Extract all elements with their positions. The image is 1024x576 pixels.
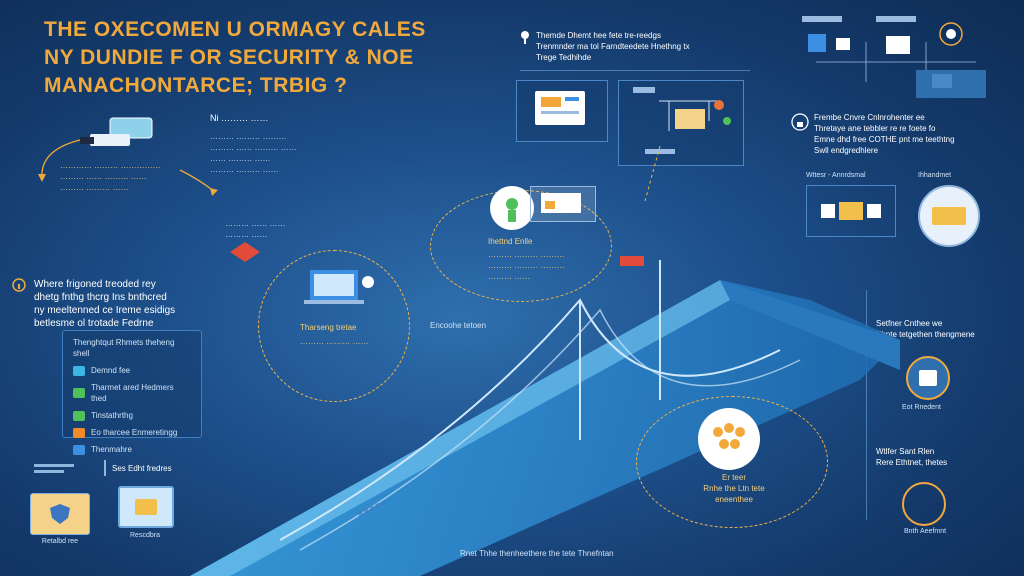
chart-card-icon [530, 186, 596, 222]
list-item: Tinstathrthg [73, 410, 191, 421]
usb-device-icon [80, 117, 153, 146]
right-card-right: Ihhandmet [918, 172, 980, 247]
right-low-caption: Bnth Aeefmnt [904, 528, 947, 535]
bottom-left-caption: Ses Edht fredres [112, 463, 172, 473]
network-illustration [796, 12, 996, 102]
right-top-text: Frembe Cnvre Cnlnrohenter ee Thretaye an… [814, 113, 955, 155]
bridge-illustration: ▪▪▪▪▪ [190, 256, 900, 576]
info-icon [12, 278, 26, 292]
divider [866, 290, 867, 520]
laptop-icon [296, 266, 376, 310]
checkbox-icon [73, 388, 85, 398]
list-item: Demnd fee [73, 365, 191, 376]
left-mid-line-2: dhetg fnthg thcrg Ins bnthcred [34, 292, 167, 303]
person-icon [490, 186, 534, 230]
left-top-body: ……… ……… ……………… …… ……… ………… ……… …………… ………… [210, 132, 297, 174]
laptop-caption-block: Tharseng tretae ……… ……… …… [300, 323, 369, 346]
team-icon [698, 408, 760, 470]
bottom-left-card: Retalbd ree [30, 462, 90, 545]
list-item-label: Eo tharcee Enmeretingg [91, 428, 178, 437]
right-card-left: Wttesr - Annrdsmal [806, 172, 896, 237]
network-diagram [618, 80, 744, 166]
right-low-text: Wtlfer Sant Rlen Rere Ethtnet, thetes [876, 447, 948, 467]
bottom-left-block: Ses Edht fredres Rescdbra [104, 460, 174, 539]
left-mid-line-4: betlesme ol trotade Fedrne [34, 318, 154, 329]
left-top-block: Ni ……… …… ……… ……… ……………… …… ……… ………… ………… [210, 112, 330, 175]
left-mid-line-1: Where frigoned treoded rey [34, 279, 156, 290]
divider [520, 70, 750, 71]
dashed-connector [640, 145, 670, 211]
bridge-circle-title: Er teer [721, 473, 746, 482]
list-item: Eo tharcee Enmeretingg [73, 427, 191, 438]
bottom-caption: Rnet Thhe thenheethere the tete Thnefnta… [460, 549, 614, 558]
bridge-circle-text: Rnhe the Ltn tete eneenthee [703, 484, 765, 504]
page-title: THE OXECOMEN U ORMAGY CALES NY DUNDIE F … [44, 16, 444, 100]
center-circle-caption: Ihettnd Enlle [488, 237, 533, 246]
list-item-label: Thenmahre [91, 445, 132, 454]
laptop-caption: Tharseng tretae [300, 323, 357, 332]
pin-icon [521, 31, 529, 44]
device-caption: ………… ……… …………………… …… ……… …………… ……… …… [60, 161, 161, 192]
checkbox-icon [73, 410, 85, 421]
title-line-3: MANACHONTARCE; TRBIG ? [44, 74, 348, 97]
title-line-1: THE OXECOMEN U ORMAGY CALES [44, 18, 426, 41]
list-item-label: Demnd fee [91, 366, 131, 375]
checkbox-icon [73, 365, 85, 376]
left-top-heading: Ni ……… …… [210, 113, 269, 123]
shield-card-icon [30, 493, 90, 535]
device-illustration [80, 112, 160, 154]
card-label: Retalbd ree [41, 538, 79, 545]
alert-caption: ……… …… …………… …… [225, 219, 286, 239]
bridge-circle-caption: Er teer Rnhe the Ltn tete eneenthee [684, 472, 784, 505]
checkbox-icon [73, 427, 85, 438]
laptop-screen-icon [118, 486, 174, 528]
screen-diagram [516, 80, 608, 142]
center-top-text: Themde Dhemt hee fete tre-reedgs Trenmnd… [536, 31, 690, 62]
checklist-panel: Thenghtqut Rhmets theheng shell Demnd fe… [62, 330, 202, 455]
checklist-header: Thenghtqut Rhmets theheng shell [73, 338, 175, 358]
center-circle-caption-block: Ihettnd Enlle ……… ……… ……………… ……… ……………… … [488, 236, 598, 282]
right-mid-caption: Eot Rnedent [902, 404, 941, 411]
left-mid-block: Where frigoned treoded rey dhetg fnthg t… [12, 278, 222, 330]
list-item-label: Tinstathrthg [91, 411, 133, 420]
right-low-block: Wtlfer Sant Rlen Rere Ethtnet, thetes Bn… [876, 446, 1006, 535]
laptop-circle [258, 250, 410, 402]
alert-icon: ……… …… …………… …… [225, 218, 305, 267]
bridge-label: Encoohe tetoen [430, 321, 487, 330]
title-line-2: NY DUNDIE F OR SECURITY & NOE [44, 46, 414, 69]
server-icon [918, 185, 980, 247]
list-item-label: Tharmet ared Hedmers thed [90, 383, 174, 403]
dashboard-icon [806, 185, 896, 237]
bridge-circle [636, 396, 828, 528]
shield-icon [906, 356, 950, 400]
checkbox-icon [73, 444, 85, 455]
bottom-left-sub: Rescdbra [130, 532, 160, 539]
lock-icon [791, 113, 809, 131]
center-top-block: Themde Dhemt hee fete tre-reedgs Trenmnd… [520, 30, 740, 63]
list-item: Thenmahre [73, 444, 191, 455]
list-item: Tharmet ared Hedmers thed [73, 382, 191, 404]
flow-arrows [38, 139, 218, 196]
right-card-left-label: Wttesr - Annrdsmal [806, 172, 866, 179]
left-mid-line-3: ny meeltenned ce Ireme esidigs [34, 305, 176, 316]
right-card-right-label: Ihhandmet [918, 172, 952, 179]
right-top-block: Frembe Cnvre Cnlnrohenter ee Thretaye an… [790, 112, 1000, 156]
globe-icon [902, 482, 946, 526]
